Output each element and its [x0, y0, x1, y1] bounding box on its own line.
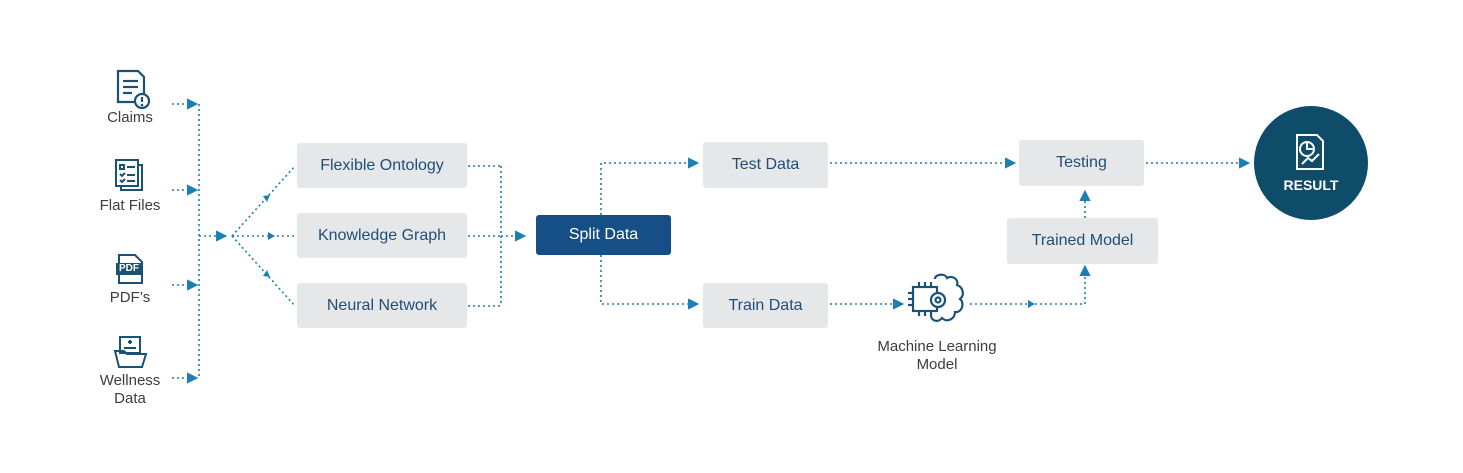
- source-label-wellness: Wellness Data: [99, 372, 161, 407]
- result-label: RESULT: [1283, 177, 1339, 193]
- split-to-test: [600, 157, 700, 215]
- node-knowledge-graph: Knowledge Graph: [297, 213, 467, 258]
- ml-model-label: Machine Learning Model: [877, 338, 997, 373]
- arrowhead-fan-knowledge: [268, 232, 275, 240]
- arrowhead-fan-neural: [263, 270, 270, 277]
- pdf-badge-text: PDF: [119, 263, 139, 274]
- node-train-data: Train Data: [703, 283, 828, 328]
- fan-to-ontology: [231, 165, 296, 237]
- node-testing: Testing: [1019, 140, 1144, 186]
- node-flexible-ontology: Flexible Ontology: [297, 143, 467, 188]
- node-trained-model: Trained Model: [1007, 218, 1158, 264]
- ml-to-trained-model: [970, 264, 1091, 305]
- report-chart-icon: [1296, 134, 1324, 170]
- medical-folder-icon: [113, 336, 148, 368]
- source-label-flat-files: Flat Files: [99, 197, 161, 214]
- result-circle: RESULT: [1254, 106, 1368, 220]
- checklist-files-icon: [115, 159, 143, 191]
- source-label-claims: Claims: [107, 109, 153, 126]
- brain-chip-icon: [908, 273, 964, 322]
- fan-to-neural-network: [231, 235, 296, 307]
- node-split-data: Split Data: [536, 215, 671, 255]
- pdf-file-icon: PDF: [115, 253, 145, 285]
- split-to-train: [600, 255, 700, 310]
- arrowhead-fan-ontology: [263, 195, 270, 202]
- node-neural-network: Neural Network: [297, 283, 467, 328]
- node-test-data: Test Data: [703, 142, 828, 188]
- source-label-pdfs: PDF’s: [109, 289, 151, 306]
- document-alert-icon: [116, 69, 151, 110]
- arrowhead-ml-mid: [1028, 300, 1035, 308]
